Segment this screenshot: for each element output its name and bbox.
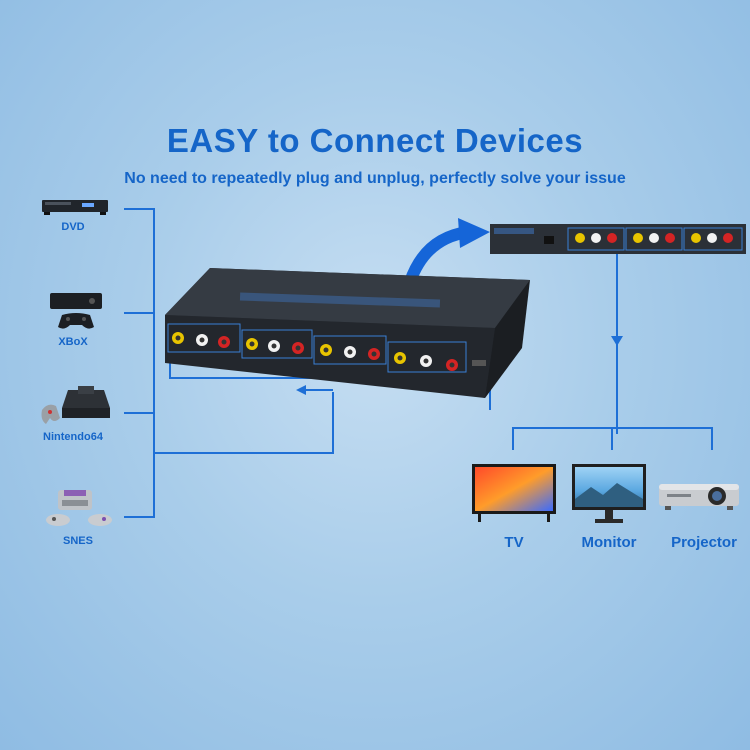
input-label-xbox: XBoX: [58, 336, 88, 348]
xbox-console-icon: [48, 291, 104, 338]
dvd-player-icon: [42, 196, 108, 223]
monitor-icon: [571, 463, 647, 530]
output-label-tv: TV: [504, 534, 524, 551]
page-subtitle: No need to repeatedly plug and unplug, p…: [124, 170, 626, 187]
output-label-projector: Projector: [671, 534, 737, 551]
rca-input-ports: [172, 332, 486, 371]
projector-icon: [657, 478, 741, 517]
nintendo64-console-icon: [38, 384, 114, 431]
input-label-dvd: DVD: [61, 221, 85, 233]
switch-back-panel: [490, 224, 746, 261]
output-label-monitor: Monitor: [581, 534, 637, 551]
input-label-snes: SNES: [63, 535, 93, 547]
input-label-nintendo64: Nintendo64: [43, 431, 103, 443]
tv-icon: [470, 462, 558, 529]
snes-console-icon: [44, 488, 120, 535]
page-title: EASY to Connect Devices: [166, 122, 584, 159]
av-switch-box: [160, 268, 535, 418]
